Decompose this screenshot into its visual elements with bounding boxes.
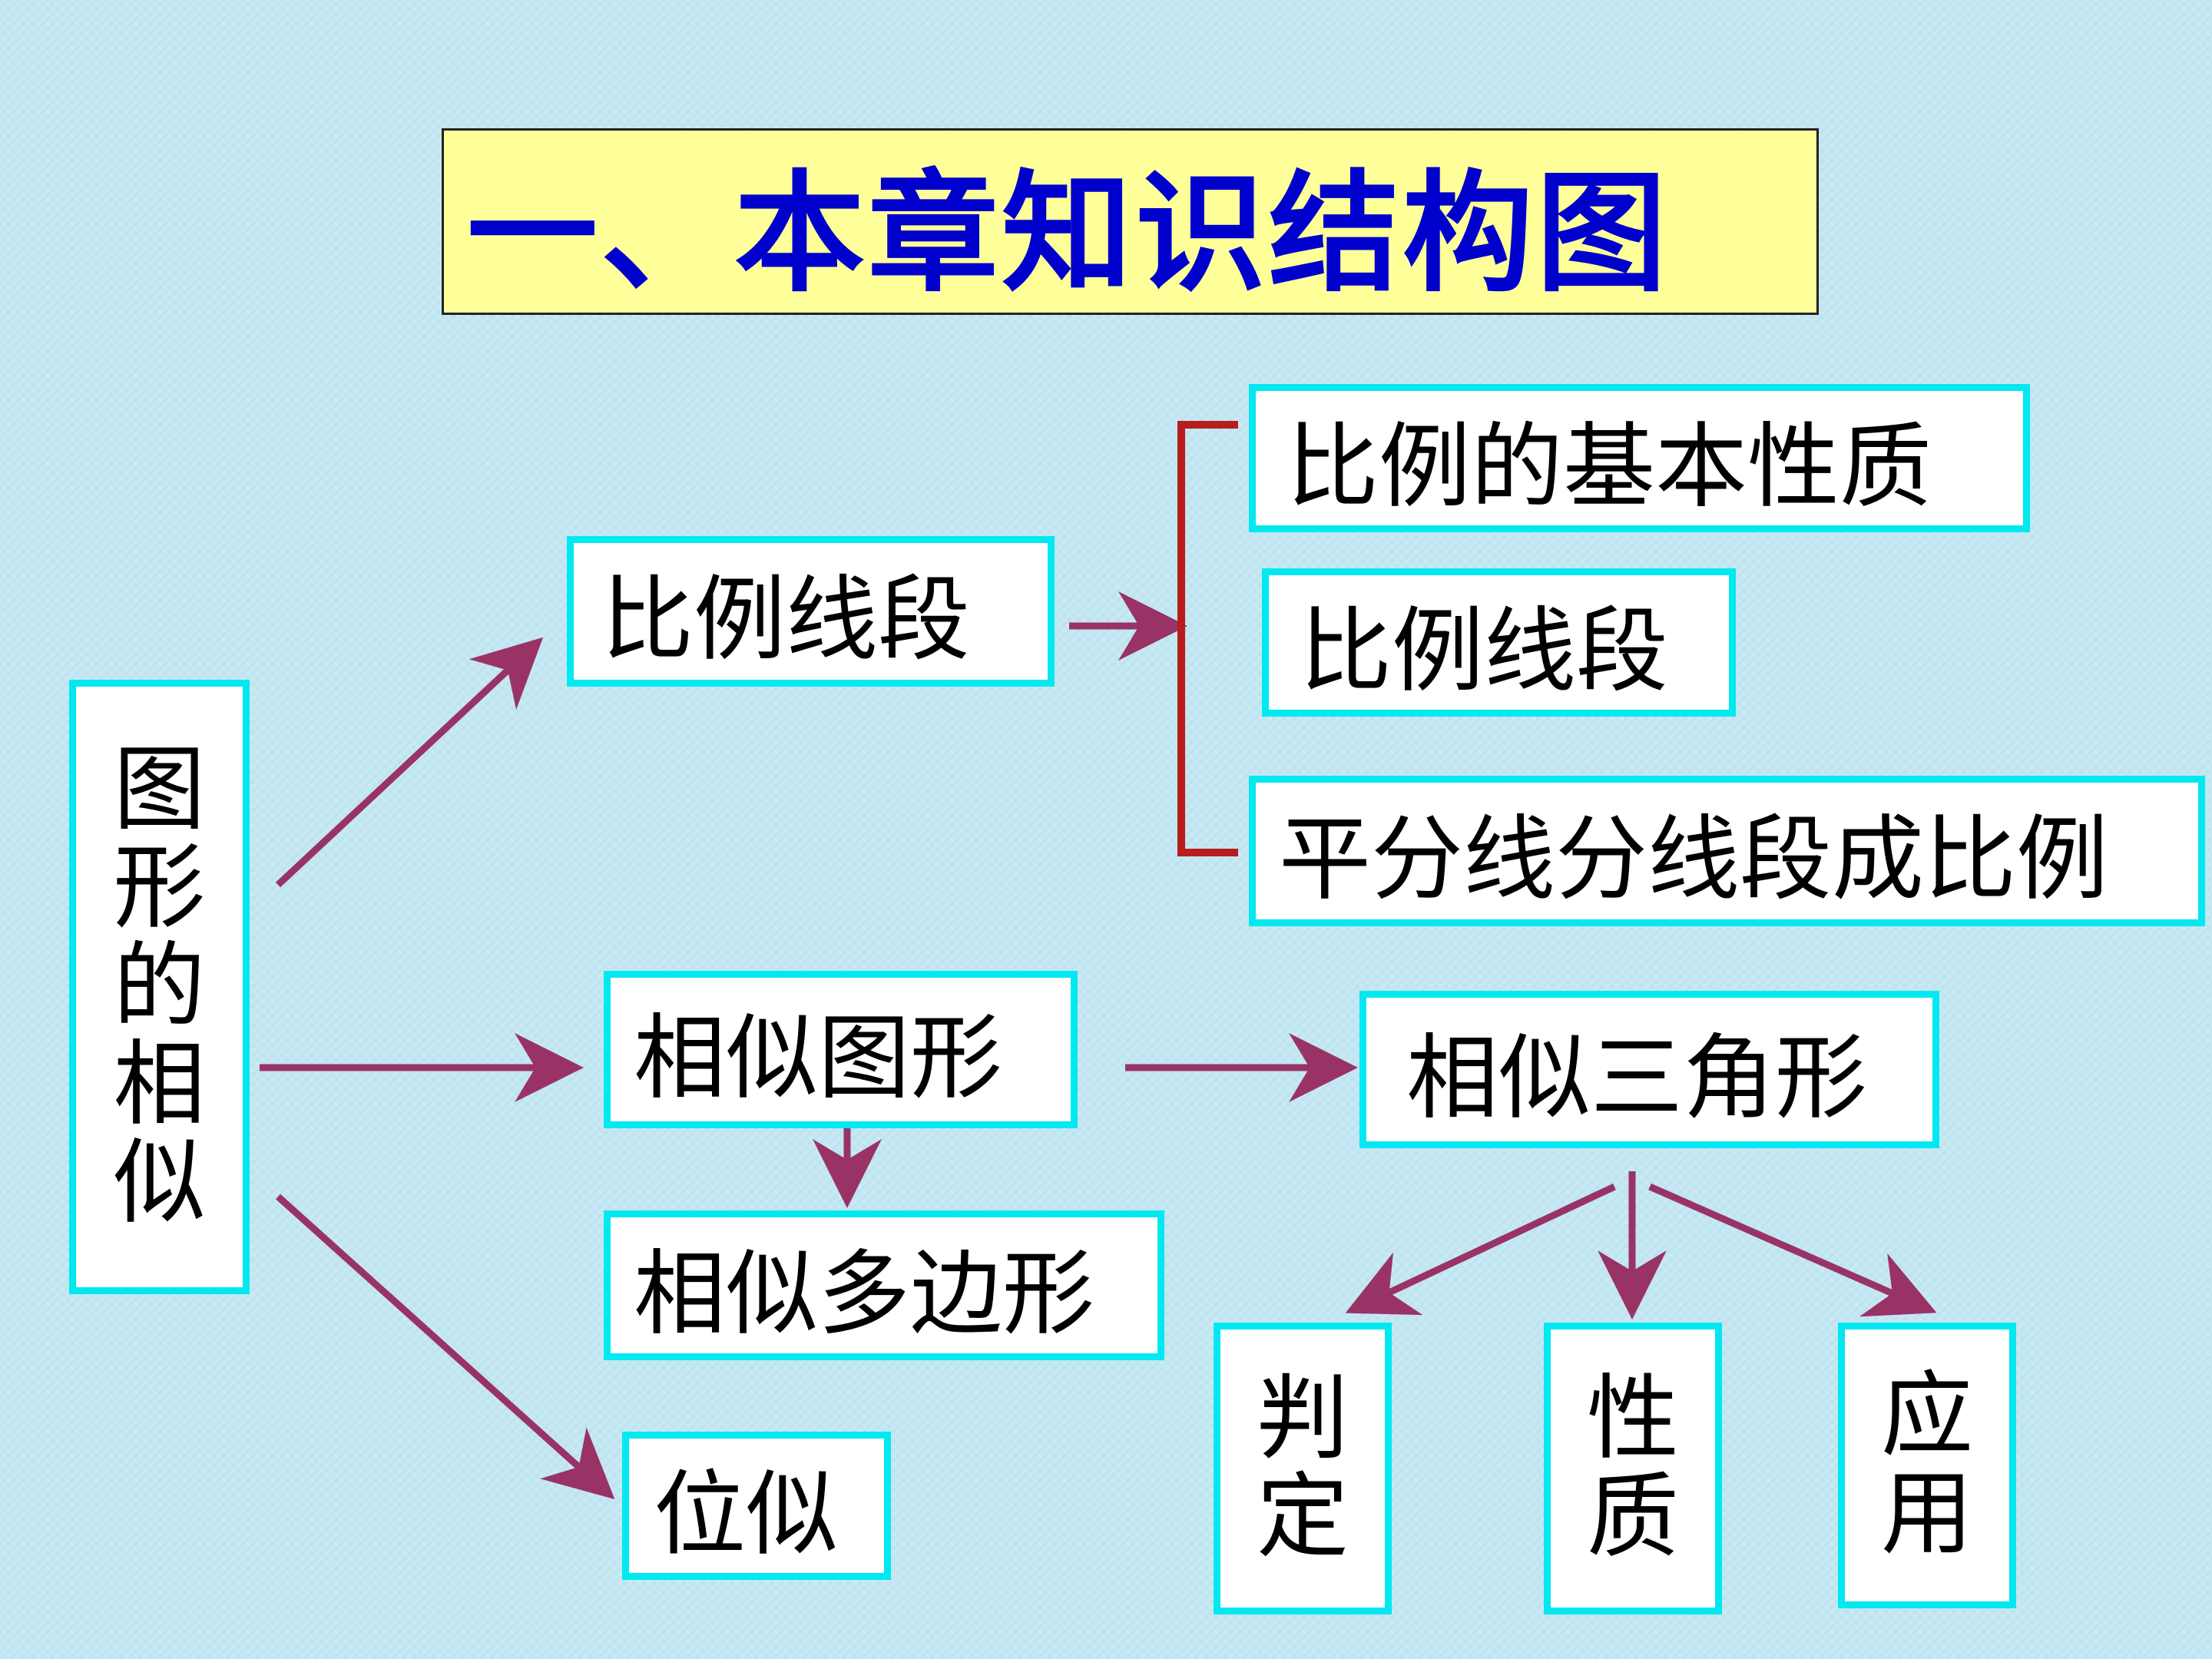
arrow-sanjiaoxing-to-panding [1345,1183,1616,1316]
bracket [1177,421,1238,856]
node-bili-jiben-xingzhi: 比例的基本性质 [1249,384,2030,532]
node-bili-xianduan: 比例线段 [567,536,1055,687]
node-xiangsi-sanjiaoxing: 相似三角形 [1359,991,1939,1148]
page-title: 一、本章知识结构图 [467,157,1671,310]
node-panding: 判定 [1214,1323,1392,1614]
node-xingzhi: 性质 [1544,1323,1722,1614]
node-xiangsi-duobianxing: 相似多边形 [604,1210,1164,1360]
arrow-sanjiaoxing-to-yingyong [1648,1183,1937,1317]
root-node: 图形的相似 [69,680,250,1294]
title-box: 一、本章知识结构图 [442,128,1819,315]
arrow-root-to-weisi [275,1194,615,1500]
node-yingyong: 应用 [1838,1323,2016,1608]
node-pingfenxian: 平分线分线段成比例 [1249,776,2205,926]
arrow-root-to-bili [275,637,544,888]
node-xiangsi-tuxing: 相似图形 [604,971,1078,1128]
root-label: 图形的相似 [113,737,206,1237]
node-weisi: 位似 [622,1432,891,1580]
node-bili-xianduan-sub: 比例线段 [1262,568,1736,717]
